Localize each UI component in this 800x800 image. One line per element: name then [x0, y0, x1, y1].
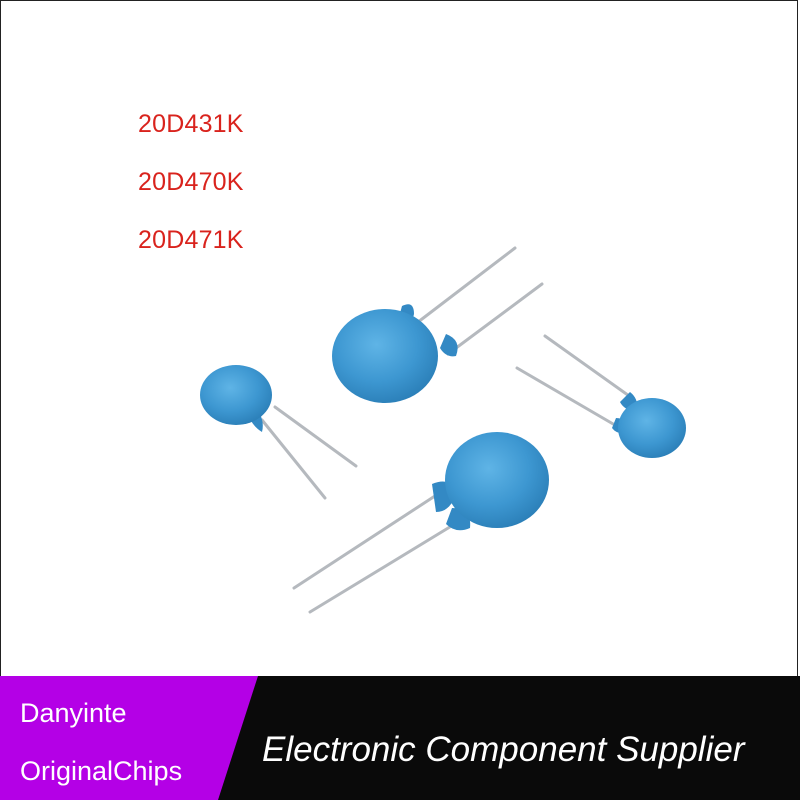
varistor-component	[200, 365, 358, 500]
model-label: 20D470K	[138, 168, 244, 196]
varistor-component	[292, 432, 549, 614]
model-list: 20D431K 20D470K 20D471K	[138, 112, 244, 286]
product-photo	[200, 246, 686, 614]
banner-tagline: Electronic Component Supplier	[262, 730, 745, 769]
brand-subtitle: OriginalChips	[20, 756, 183, 786]
model-label: 20D431K	[138, 110, 244, 138]
varistor-component	[332, 246, 544, 403]
varistor-component	[515, 334, 686, 458]
brand-name: Danyinte	[20, 698, 127, 728]
footer-banner	[0, 676, 800, 800]
model-label: 20D471K	[138, 226, 244, 254]
